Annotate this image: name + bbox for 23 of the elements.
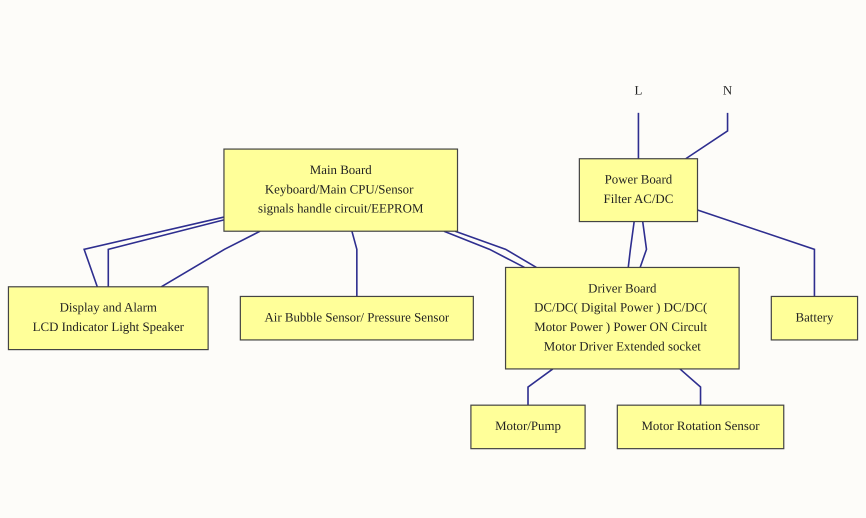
connector bbox=[351, 231, 358, 296]
connector bbox=[679, 368, 702, 406]
connector bbox=[160, 230, 260, 288]
node-box: Driver Board DC/DC( Digital Power ) DC/DC( Motor Power ) Power ON Circult Motor Driver Extended socket bbox=[504, 266, 740, 370]
connector bbox=[639, 221, 648, 268]
connector bbox=[685, 112, 728, 160]
connector bbox=[638, 112, 640, 159]
node-box: Power Board Filter AC/DC bbox=[578, 158, 698, 222]
connector bbox=[83, 216, 224, 288]
node-text: L bbox=[634, 84, 642, 98]
node-box: Battery bbox=[770, 296, 858, 341]
node-box: Air Bubble Sensor/ Pressure Sensor bbox=[240, 296, 474, 341]
node-text: N bbox=[722, 84, 732, 98]
node-box: Main Board Keyboard/Main CPU/Sensor signals handle circuit/EEPROM bbox=[223, 148, 458, 232]
node-box: Motor Rotation Sensor bbox=[616, 404, 784, 450]
node-box: Display and Alarm LCD Indicator Light Speaker bbox=[8, 286, 209, 350]
connector bbox=[627, 221, 635, 268]
connector bbox=[527, 368, 554, 406]
connector bbox=[444, 230, 525, 268]
connector bbox=[107, 219, 224, 287]
connector bbox=[697, 209, 816, 296]
node-box: Motor/Pump bbox=[470, 404, 586, 450]
connector bbox=[454, 230, 537, 268]
